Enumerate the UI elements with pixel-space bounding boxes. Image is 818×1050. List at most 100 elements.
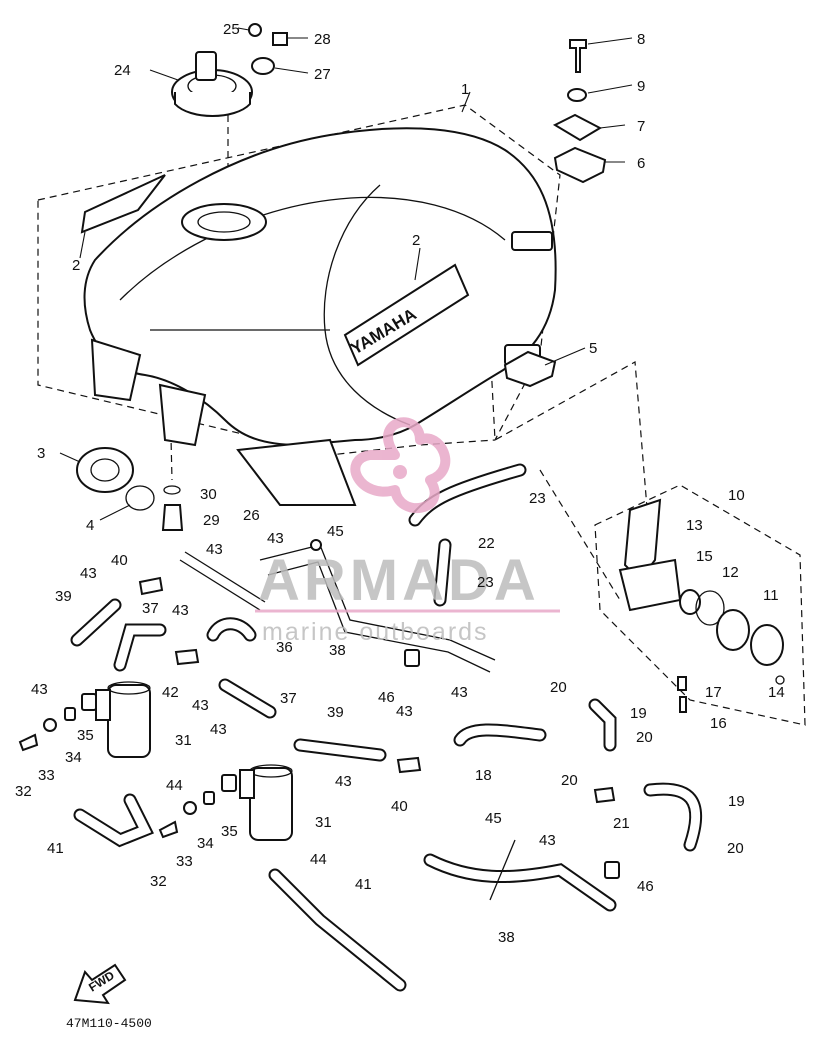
callout-label: 44 xyxy=(310,851,327,868)
fuel-filter-right xyxy=(239,764,293,841)
fuel-cock xyxy=(618,498,785,713)
callout-label: 7 xyxy=(637,118,645,135)
bolt-32-right xyxy=(158,820,179,839)
callout-label: 46 xyxy=(378,689,395,706)
callout-label: 2 xyxy=(72,257,80,274)
callout-label: 33 xyxy=(176,853,193,870)
callout-label: 3 xyxy=(37,445,45,462)
callout-label: 33 xyxy=(38,767,55,784)
callout-label: 16 xyxy=(710,715,727,732)
callout-label: 39 xyxy=(327,704,344,721)
tank-assembly-boundary xyxy=(37,104,561,456)
callout-label: 38 xyxy=(498,929,515,946)
clip-28 xyxy=(272,32,288,46)
fuel-cap xyxy=(171,51,253,117)
tube-36 xyxy=(179,559,261,611)
callout-label: 23 xyxy=(477,574,494,591)
joint-21 xyxy=(593,786,616,804)
callout-label: 43 xyxy=(267,530,284,547)
damper-35-left xyxy=(81,693,97,711)
callout-label: 6 xyxy=(637,155,645,172)
callout-label: 26 xyxy=(243,507,260,524)
fitting-27 xyxy=(251,57,275,75)
pipe-38-upper xyxy=(259,544,496,661)
watermark-brand: ARMADA xyxy=(258,548,540,613)
callout-label: 19 xyxy=(630,705,647,722)
callout-label: 18 xyxy=(475,767,492,784)
callout-label: 20 xyxy=(561,772,578,789)
callout-label: 40 xyxy=(391,798,408,815)
joint-42 xyxy=(174,648,200,666)
callout-label: 34 xyxy=(65,749,82,766)
drawing-code: 47M110-4500 xyxy=(66,1016,152,1031)
callout-label: 40 xyxy=(111,552,128,569)
fuel-cock-assembly-boundary xyxy=(594,484,806,726)
collar-9 xyxy=(567,88,587,102)
callout-label: 45 xyxy=(327,523,344,540)
callout-label: 19 xyxy=(728,793,745,810)
callout-label: 43 xyxy=(206,541,223,558)
callout-label: 23 xyxy=(529,490,546,507)
tee-40-upper xyxy=(138,576,164,596)
callout-label: 17 xyxy=(705,684,722,701)
damper-35-right xyxy=(221,774,237,792)
callout-label: 22 xyxy=(478,535,495,552)
callout-label: 43 xyxy=(172,602,189,619)
bolt-32-left xyxy=(18,733,39,752)
callout-label: 12 xyxy=(722,564,739,581)
callout-label: 43 xyxy=(539,832,556,849)
callout-label: 44 xyxy=(166,777,183,794)
forward-arrow: FWD xyxy=(73,963,127,1005)
callout-label: 43 xyxy=(210,721,227,738)
callout-label: 43 xyxy=(192,697,209,714)
callout-label: 45 xyxy=(485,810,502,827)
callout-label: 38 xyxy=(329,642,346,659)
callout-label: 35 xyxy=(221,823,238,840)
callout-label: 5 xyxy=(589,340,597,357)
callout-label: 14 xyxy=(768,684,785,701)
callout-label: 43 xyxy=(31,681,48,698)
callout-label: 32 xyxy=(15,783,32,800)
fuel-tank: YAMAHA xyxy=(80,127,557,506)
callout-label: 15 xyxy=(696,548,713,565)
cap-3 xyxy=(76,447,134,493)
clamp-46-lower xyxy=(604,861,620,879)
plate-7 xyxy=(552,113,603,142)
callout-label: 10 xyxy=(728,487,745,504)
spacer-34-left xyxy=(64,707,76,721)
clamp-4 xyxy=(125,485,155,511)
washer-33-right xyxy=(183,801,197,815)
spacer-34-right xyxy=(203,791,215,805)
callout-label: 25 xyxy=(223,21,240,38)
drain-bolt-29 xyxy=(161,504,184,531)
watermark-tagline: marine outboards xyxy=(262,618,489,646)
watermark: ARMADA marine outboards xyxy=(255,417,560,646)
callout-label: 4 xyxy=(86,517,94,534)
callout-label: 8 xyxy=(637,31,645,48)
callout-label: 27 xyxy=(314,66,331,83)
callout-label: 37 xyxy=(280,690,297,707)
callout-leaders xyxy=(59,27,633,521)
callout-label: 9 xyxy=(637,78,645,95)
callout-label: 41 xyxy=(355,876,372,893)
clamp-46-upper xyxy=(404,649,420,667)
tee-40-lower xyxy=(396,756,422,774)
callout-label: 24 xyxy=(114,62,131,79)
callout-label: 20 xyxy=(727,840,744,857)
callout-label: 43 xyxy=(396,703,413,720)
callout-label: 43 xyxy=(335,773,352,790)
callout-label: 21 xyxy=(613,815,630,832)
callout-label: 43 xyxy=(80,565,97,582)
callout-label: 42 xyxy=(162,684,179,701)
damper-6 xyxy=(553,146,607,184)
callout-label: 35 xyxy=(77,727,94,744)
callout-label: 20 xyxy=(550,679,567,696)
callout-label: 31 xyxy=(315,814,332,831)
callout-label: 1 xyxy=(461,81,469,98)
callout-label: 46 xyxy=(637,878,654,895)
callout-label: 31 xyxy=(175,732,192,749)
callout-label: 39 xyxy=(55,588,72,605)
callout-label: 29 xyxy=(203,512,220,529)
callout-label: 20 xyxy=(636,729,653,746)
